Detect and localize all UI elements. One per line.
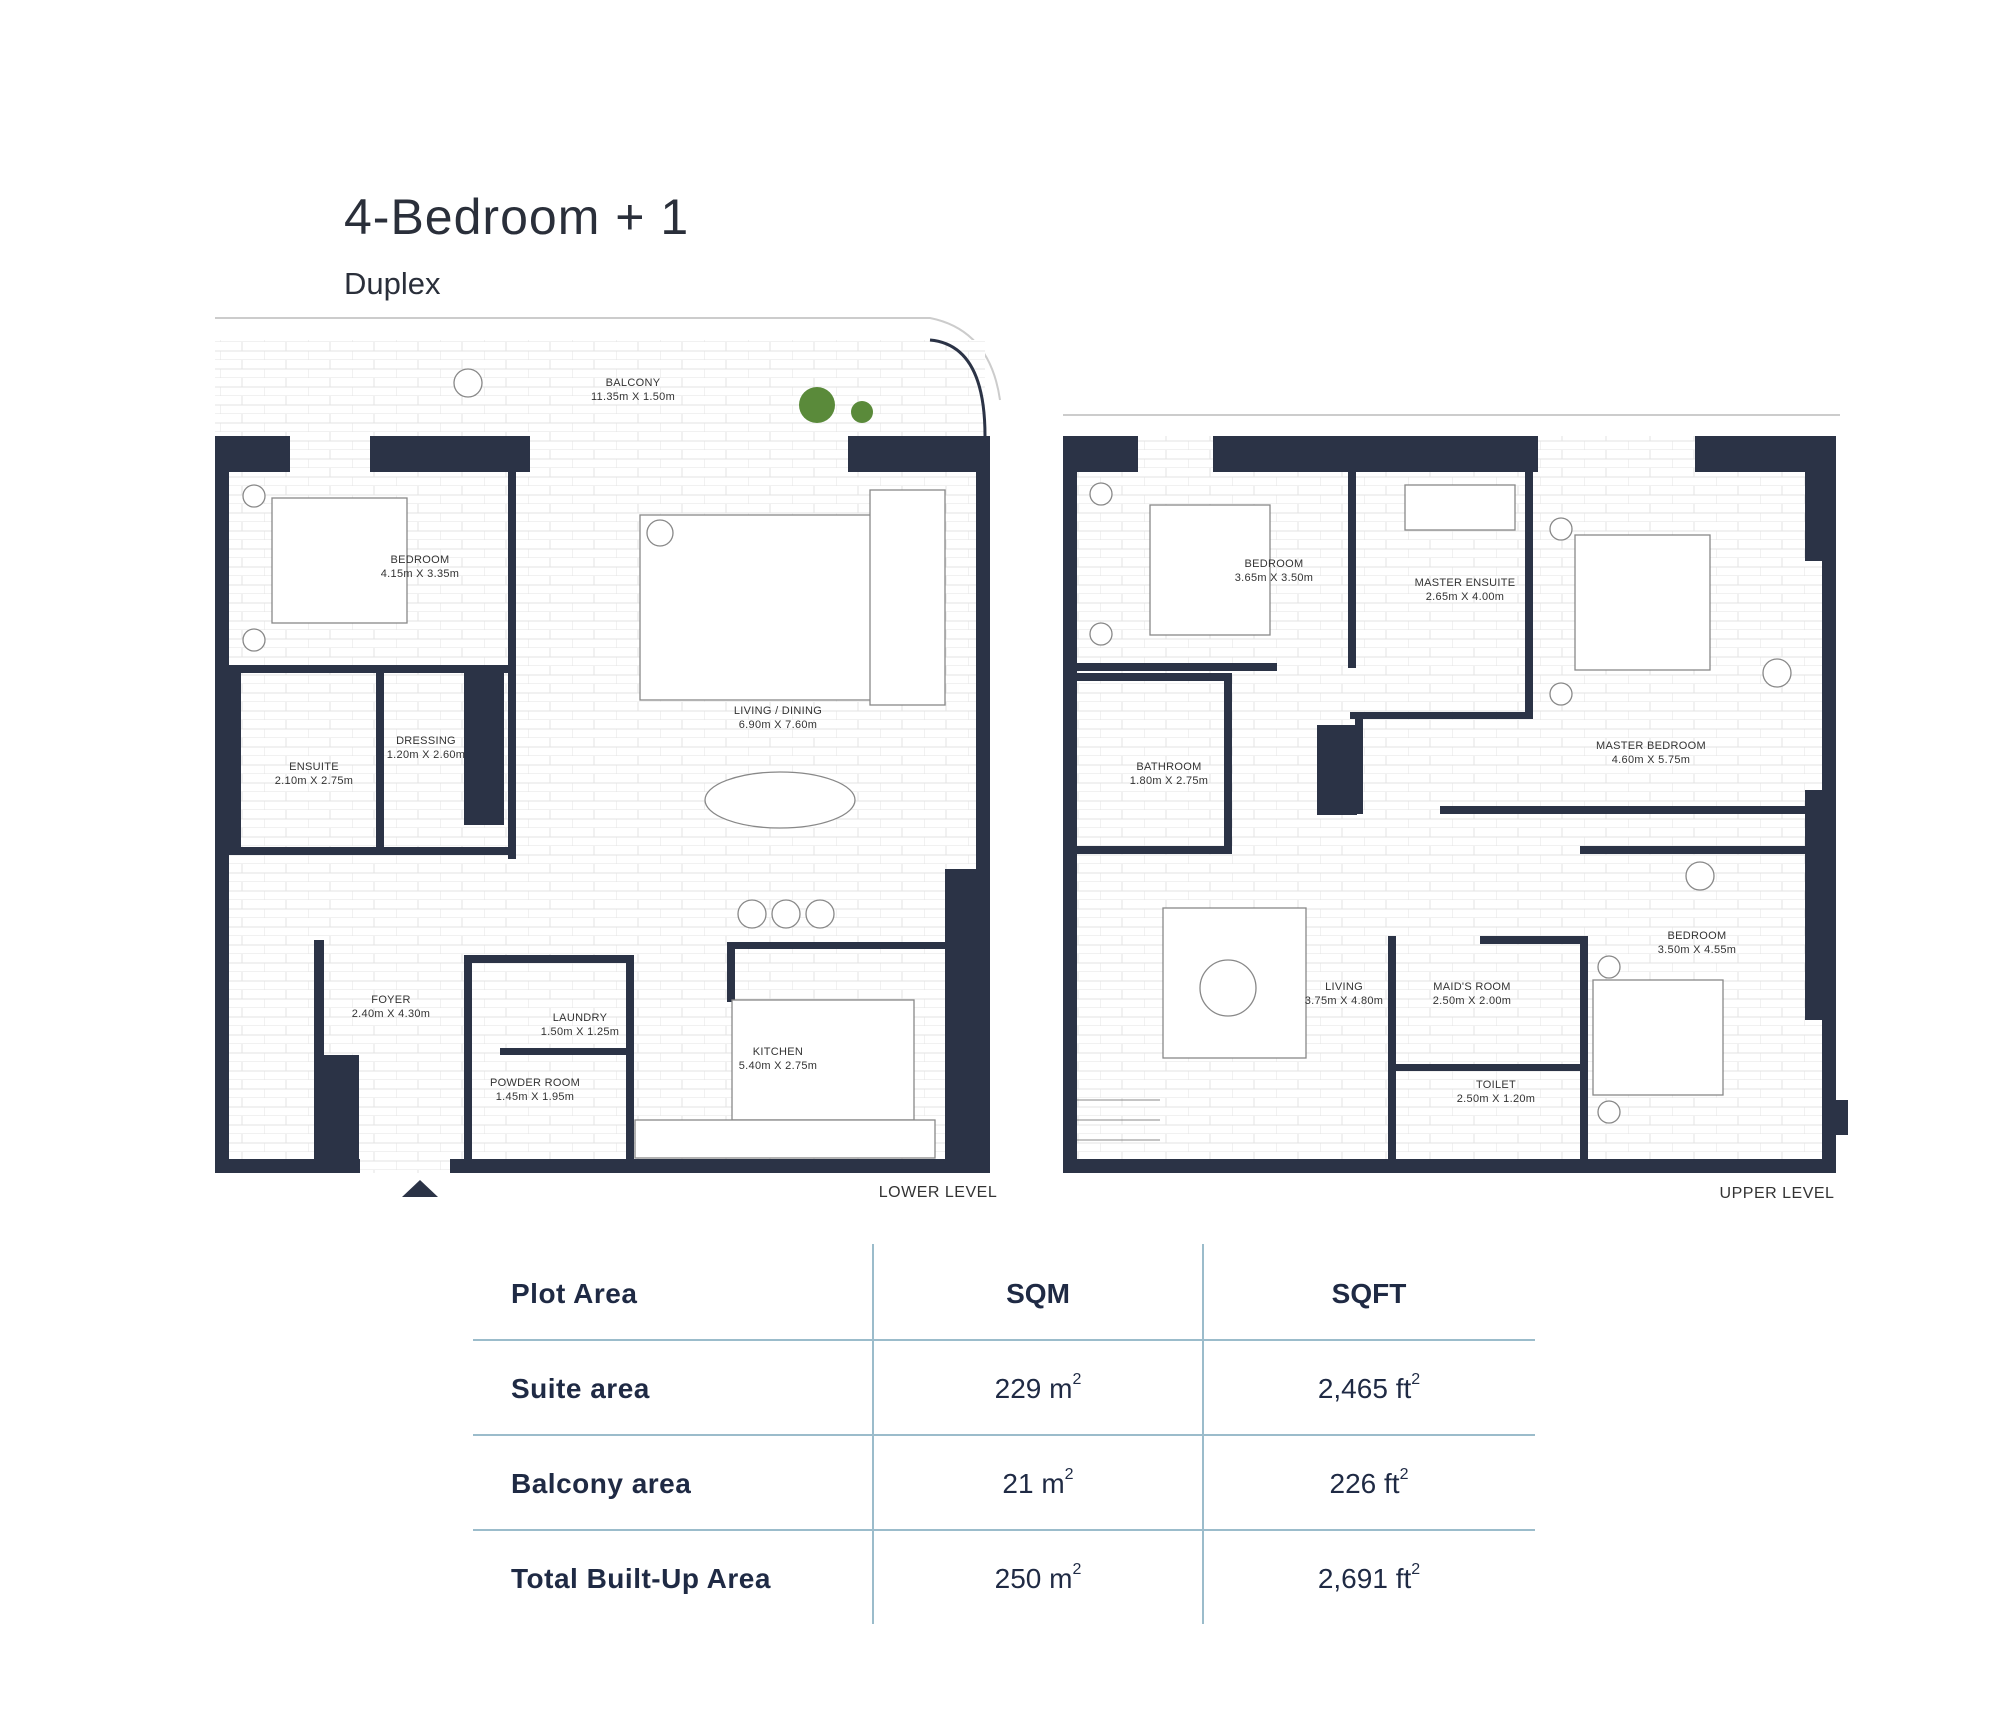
area-table: Plot Area SQM SQFT Suite area 229 m2 2,4… bbox=[473, 1244, 1535, 1624]
table-header: Plot Area SQM SQFT bbox=[473, 1246, 1535, 1341]
room-name: DRESSING bbox=[396, 735, 456, 747]
room-dims: 6.90m X 7.60m bbox=[739, 719, 818, 731]
header-sqm: SQM bbox=[1006, 1277, 1070, 1309]
row-divider bbox=[473, 1434, 1535, 1436]
sqm-value: 21 m2 bbox=[1002, 1465, 1074, 1499]
room-dims: 5.40m X 2.75m bbox=[739, 1060, 818, 1072]
lower-level-label: LOWER LEVEL bbox=[879, 1184, 997, 1201]
row-label: Balcony area bbox=[511, 1467, 692, 1499]
table-row: Balcony area 21 m2 226 ft2 bbox=[473, 1436, 1535, 1531]
room-dims: 3.65m X 3.50m bbox=[1235, 572, 1314, 584]
room-dims: 2.40m X 4.30m bbox=[352, 1008, 431, 1020]
room-name: MASTER ENSUITE bbox=[1415, 577, 1516, 589]
room-name: BEDROOM bbox=[1668, 930, 1727, 942]
sqft-value: 2,691 ft2 bbox=[1317, 1560, 1421, 1594]
entry-triangle-icon bbox=[402, 1180, 438, 1197]
room-dims: 4.15m X 3.35m bbox=[381, 568, 460, 580]
room-name: MASTER BEDROOM bbox=[1596, 740, 1706, 752]
row-label: Total Built-Up Area bbox=[511, 1562, 771, 1594]
sqft-value: 2,465 ft2 bbox=[1317, 1370, 1421, 1404]
room-dims: 11.35m X 1.50m bbox=[591, 391, 675, 403]
upper-level-plan: BEDROOM 3.65m X 3.50m MASTER ENSUITE 2.6… bbox=[1063, 414, 1848, 1202]
sqm-value: 250 m2 bbox=[994, 1560, 1082, 1594]
room-dims: 1.80m X 2.75m bbox=[1130, 775, 1209, 787]
upper-level-label: UPPER LEVEL bbox=[1720, 1185, 1835, 1202]
room-dims: 3.50m X 4.55m bbox=[1658, 944, 1737, 956]
room-name: POWDER ROOM bbox=[490, 1077, 580, 1089]
room-name: MAID'S ROOM bbox=[1433, 981, 1511, 993]
sqm-value: 229 m2 bbox=[994, 1370, 1082, 1404]
header-sqft: SQFT bbox=[1331, 1277, 1407, 1309]
room-name: BALCONY bbox=[606, 377, 661, 389]
row-divider bbox=[473, 1339, 1535, 1341]
room-dims: 1.20m X 2.60m bbox=[387, 749, 466, 761]
room-dims: 1.50m X 1.25m bbox=[541, 1026, 620, 1038]
room-name: BEDROOM bbox=[1245, 558, 1304, 570]
room-dims: 2.65m X 4.00m bbox=[1426, 591, 1505, 603]
lower-level-plan: BALCONY 11.35m X 1.50m BEDROOM 4.15m X 3… bbox=[215, 317, 1001, 1201]
room-name: LAUNDRY bbox=[553, 1012, 608, 1024]
row-label: Suite area bbox=[511, 1372, 650, 1404]
page-subtitle: Duplex bbox=[344, 266, 441, 301]
row-divider bbox=[473, 1529, 1535, 1531]
room-name: LIVING bbox=[1325, 981, 1363, 993]
header-plot-area: Plot Area bbox=[511, 1277, 638, 1309]
room-name: ENSUITE bbox=[289, 761, 339, 773]
room-dims: 2.10m X 2.75m bbox=[275, 775, 354, 787]
room-name: KITCHEN bbox=[753, 1046, 803, 1058]
room-dims: 1.45m X 1.95m bbox=[496, 1091, 575, 1103]
room-name: LIVING / DINING bbox=[734, 705, 822, 717]
room-name: FOYER bbox=[371, 994, 410, 1006]
sqft-value: 226 ft2 bbox=[1329, 1465, 1409, 1499]
room-dims: 3.75m X 4.80m bbox=[1305, 995, 1384, 1007]
room-name: BEDROOM bbox=[391, 554, 450, 566]
room-name: BATHROOM bbox=[1136, 761, 1201, 773]
table-row: Total Built-Up Area 250 m2 2,691 ft2 bbox=[473, 1531, 1535, 1626]
room-name: TOILET bbox=[1476, 1079, 1516, 1091]
table-row: Suite area 229 m2 2,465 ft2 bbox=[473, 1341, 1535, 1436]
room-dims: 2.50m X 2.00m bbox=[1433, 995, 1512, 1007]
page-title: 4-Bedroom + 1 bbox=[344, 189, 690, 245]
room-dims: 4.60m X 5.75m bbox=[1612, 754, 1691, 766]
room-dims: 2.50m X 1.20m bbox=[1457, 1093, 1536, 1105]
